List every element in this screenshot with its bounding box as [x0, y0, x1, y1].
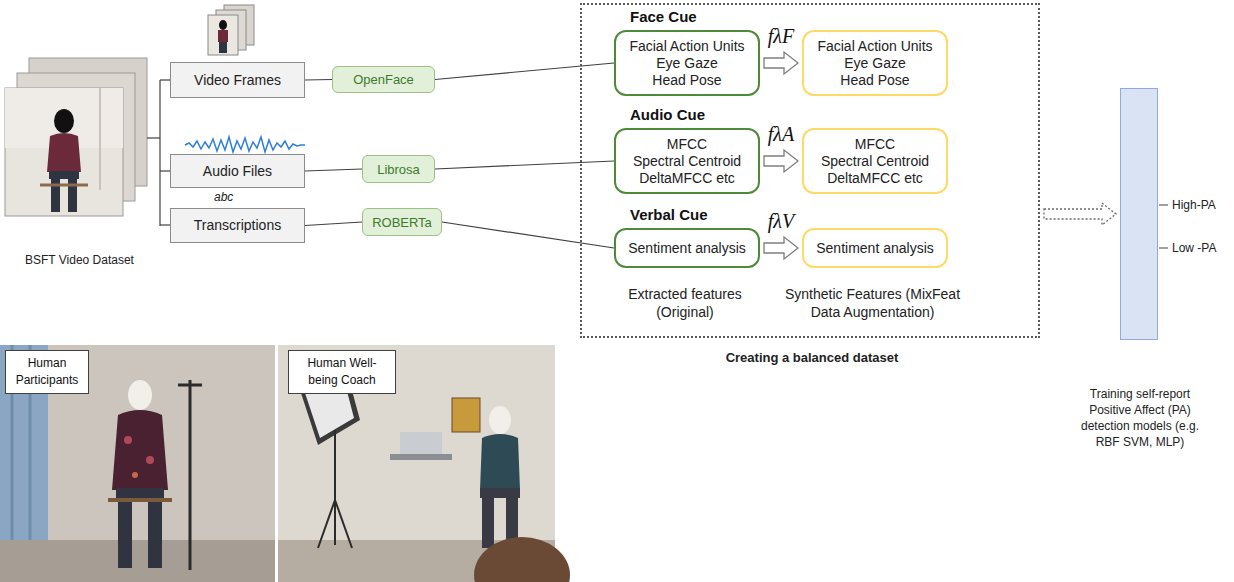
line	[435, 63, 614, 80]
node-text: Sentiment analysis	[628, 240, 746, 257]
classifier-bar: Training self-report Positive Affect (PA…	[1120, 88, 1158, 340]
arrow-shape	[1044, 203, 1116, 225]
synthetic-box: Sentiment analysis	[802, 228, 948, 268]
photo-label: Human Participants	[5, 350, 89, 394]
function-label: fλF	[756, 25, 806, 47]
augmentation-arrow	[764, 150, 798, 172]
free-label: Extracted features (Original)	[612, 285, 758, 321]
source-box: Transcriptions	[170, 208, 305, 243]
node-text: Facial Action Units	[629, 38, 744, 55]
node-text: MFCC	[667, 136, 707, 153]
node-text: Facial Action Units	[817, 38, 932, 55]
cue-box: Verbal CueSentiment analysis	[614, 228, 760, 268]
caption-text: Creating a balanced dataset	[582, 350, 1042, 366]
node-text: Sentiment analysis	[816, 240, 934, 257]
photo-label: Human Well-being Coach	[288, 350, 396, 394]
tool-box: Librosa	[362, 155, 435, 183]
waveform-icon	[185, 137, 305, 152]
line	[435, 161, 614, 169]
connector-line	[435, 63, 614, 80]
tool-box: ROBERTa	[362, 208, 442, 236]
node-text: Spectral Centroid	[821, 153, 929, 170]
cue-box: Audio CueMFCCSpectral CentroidDeltaMFCC …	[614, 128, 760, 194]
dotted-block-arrow	[1044, 203, 1116, 225]
node-text: Audio Files	[203, 163, 272, 180]
line	[305, 79, 332, 81]
node-text: Human Well-being Coach	[297, 355, 387, 389]
augmentation-arrow	[764, 52, 798, 74]
node-text: Human Participants	[14, 355, 80, 389]
function-label: fλA	[756, 123, 806, 145]
connector-line	[305, 79, 332, 81]
cue-heading: Face Cue	[630, 8, 697, 26]
free-label: Low -PA	[1172, 240, 1216, 256]
line	[305, 169, 362, 171]
node-text: Head Pose	[652, 72, 721, 89]
node-text: Transcriptions	[194, 217, 281, 234]
frames-icon	[208, 5, 254, 55]
connector-line	[305, 222, 362, 226]
node-text: OpenFace	[353, 71, 414, 88]
source-box: Audio Files	[170, 154, 305, 188]
free-label: High-PA	[1172, 197, 1216, 213]
connector-line	[442, 222, 614, 248]
cue-heading: Audio Cue	[630, 106, 705, 124]
node-text: Spectral Centroid	[633, 153, 741, 170]
caption-text: Training self-report Positive Affect (PA…	[1076, 386, 1204, 450]
line	[305, 222, 362, 226]
node-text: DeltaMFCC etc	[827, 170, 923, 187]
augmentation-arrow	[764, 237, 798, 259]
participant-photo	[0, 345, 275, 582]
arrow-shape	[764, 52, 798, 74]
arrow-shape	[764, 237, 798, 259]
arrow-shape	[764, 150, 798, 172]
leader-lines	[1159, 205, 1168, 248]
cue-box: Face CueFacial Action UnitsEye GazeHead …	[614, 30, 760, 96]
node-text: Video Frames	[194, 72, 281, 89]
connector-line	[305, 169, 362, 171]
video-frames-stack	[5, 58, 147, 216]
free-label: abc	[214, 189, 233, 205]
node-text: Eye Gaze	[656, 55, 717, 72]
node-text: Eye Gaze	[844, 55, 905, 72]
free-label: BSFT Video Dataset	[25, 252, 134, 268]
line	[442, 222, 614, 248]
tool-box: OpenFace	[332, 66, 435, 93]
coach-photo	[278, 345, 570, 582]
node-text: Librosa	[377, 161, 420, 178]
node-text: MFCC	[855, 136, 895, 153]
free-label: Synthetic Features (MixFeat Data Augment…	[770, 285, 975, 321]
source-box: Video Frames	[170, 62, 305, 98]
node-text: Head Pose	[840, 72, 909, 89]
node-text: DeltaMFCC etc	[639, 170, 735, 187]
connector-line	[435, 161, 614, 169]
tree-lines	[147, 80, 170, 226]
cue-heading: Verbal Cue	[630, 206, 708, 224]
node-text: ROBERTa	[372, 214, 432, 231]
synthetic-box: Facial Action UnitsEye GazeHead Pose	[802, 30, 948, 96]
synthetic-box: MFCCSpectral CentroidDeltaMFCC etc	[802, 128, 948, 194]
function-label: fλV	[756, 210, 806, 232]
